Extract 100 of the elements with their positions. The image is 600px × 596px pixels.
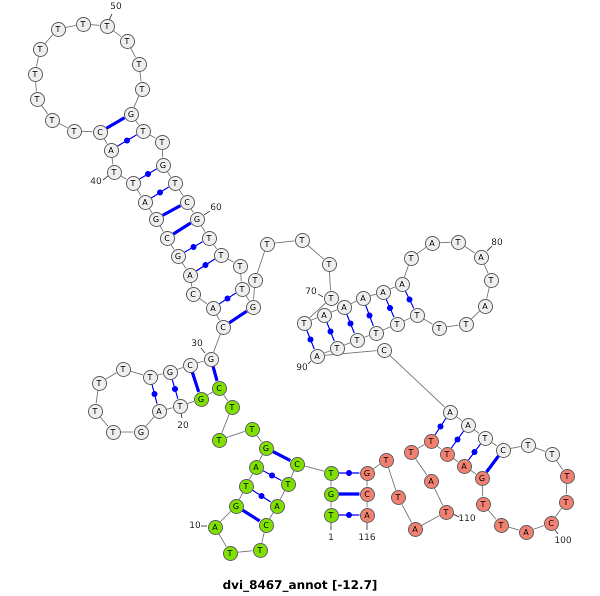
- backbone-line: [96, 390, 98, 404]
- nucleotide-circle: T: [520, 438, 536, 452]
- backbone-line: [330, 480, 332, 487]
- backbone-line: [261, 532, 265, 544]
- nucleotide-circle: T: [168, 176, 182, 190]
- nucleotide-circle: A: [248, 460, 264, 474]
- pair-line: [151, 384, 158, 404]
- backbone-line: [206, 391, 214, 396]
- backbone-line: [162, 149, 164, 158]
- backbone-line: [366, 501, 368, 508]
- nucleotide-circle: A: [316, 308, 332, 322]
- strong-pair-line: [338, 492, 360, 496]
- callout-number: 50: [110, 2, 122, 12]
- strong-pair-line: [190, 372, 200, 392]
- backbone-line: [253, 286, 255, 300]
- nucleotide-circle: T: [252, 542, 268, 558]
- pair-line: [172, 379, 178, 399]
- callout-number: 100: [554, 536, 572, 546]
- backbone-line: [198, 298, 208, 304]
- nucleotide-circle: G: [258, 440, 274, 456]
- backbone-line: [104, 372, 118, 380]
- nucleotide-circle: T: [350, 332, 364, 348]
- diagram-title: dvi_8467_annot [-12.7]: [222, 578, 378, 592]
- nucleotide-circle: G: [156, 158, 170, 172]
- nucleotide-circle: T: [390, 316, 404, 332]
- callout-number: 30: [191, 339, 203, 349]
- backbone-line: [382, 326, 391, 331]
- nucleotide-circle: T: [324, 290, 338, 306]
- nucleotide-circle: T: [76, 16, 90, 32]
- nucleotide-circle: G: [170, 248, 186, 264]
- nucleotide-circle: A: [138, 194, 152, 210]
- nucleotide-circle: C: [216, 320, 230, 334]
- pair-line: [404, 290, 414, 309]
- backbone-line: [534, 447, 546, 452]
- nucleotide-circle: G: [124, 106, 138, 122]
- pair-line: [139, 168, 157, 180]
- backbone-line: [156, 373, 164, 376]
- nucleotide-circle: T: [424, 434, 438, 448]
- nucleotide-circle: C: [496, 442, 510, 458]
- pair-line: [365, 304, 374, 326]
- backbone-line: [269, 512, 274, 519]
- nucleotide-circle: T: [222, 546, 238, 560]
- backbone-line: [134, 95, 140, 108]
- nucleotide-circle: G: [324, 486, 338, 502]
- pair-line: [252, 490, 272, 502]
- backbone-line: [35, 80, 37, 92]
- nucleotide-circle: A: [456, 458, 472, 474]
- pair-line: [184, 241, 203, 253]
- backbone-line: [389, 286, 396, 290]
- nucleotide-circle: T: [32, 42, 48, 56]
- backbone-line: [421, 515, 440, 526]
- backbone-line: [44, 34, 54, 44]
- nucleotide-circle: T: [390, 490, 406, 504]
- nucleotide-circle: G: [148, 212, 164, 226]
- callout-number: 110: [458, 514, 476, 524]
- pair-line: [196, 258, 216, 272]
- nucleotide-circle: A: [152, 404, 166, 418]
- nucleotide-circle: T: [494, 518, 508, 532]
- backbone-line: [236, 550, 254, 553]
- nucleotide-circle: T: [100, 18, 114, 34]
- backbone-line: [484, 263, 488, 274]
- nucleotide-circle: A: [310, 348, 324, 364]
- nucleotide-circle: A: [182, 268, 198, 282]
- backbone-line: [416, 246, 426, 254]
- backbone-line: [274, 240, 296, 244]
- backbone-line: [446, 324, 460, 328]
- nucleotide-circle: T: [106, 424, 120, 440]
- nucleotide-circle: A: [336, 300, 352, 314]
- backbone-line: [388, 354, 446, 408]
- backbone-line: [324, 350, 378, 356]
- nucleotide-circle: T: [324, 466, 338, 480]
- backbone-line: [486, 286, 490, 300]
- callout-number: 40: [90, 177, 102, 187]
- nucleotide-circle: T: [212, 432, 226, 448]
- nucleotide-circle: T: [560, 468, 574, 484]
- backbone-line: [256, 250, 266, 274]
- callout-number: 10: [189, 521, 201, 531]
- nucleotide-circle: T: [142, 370, 158, 384]
- nucleotide-circle: C: [360, 486, 374, 502]
- backbone-line: [240, 272, 242, 282]
- nucleotide-circle: T: [28, 66, 42, 82]
- nucleotide-circle: C: [182, 358, 198, 372]
- pair-line: [338, 472, 360, 474]
- nucleotide-circle: T: [248, 272, 262, 288]
- pair-line: [468, 444, 481, 460]
- backbone-line: [36, 56, 40, 68]
- backbone-line: [218, 533, 227, 547]
- pair-line: [262, 470, 282, 481]
- pair-line: [306, 330, 315, 350]
- nucleotide-circle: T: [120, 34, 134, 48]
- nucleotide-circle: T: [136, 124, 150, 138]
- nucleotide-circle: C: [212, 380, 226, 396]
- nucleotide-circle: T: [438, 504, 454, 520]
- backbone-line: [414, 458, 428, 476]
- nucleotide-circle: T: [214, 248, 228, 262]
- nucleotide-circle: A: [394, 276, 410, 292]
- backbone-line: [490, 442, 498, 446]
- strong-pair-line: [162, 204, 182, 217]
- callout-number: 80: [491, 238, 503, 248]
- nucleotide-circle: G: [474, 470, 490, 486]
